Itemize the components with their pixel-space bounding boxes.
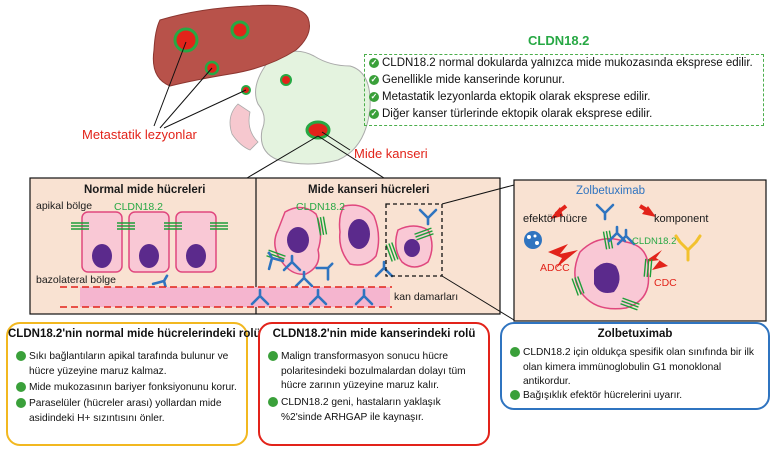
check-icon: ✓: [505, 390, 520, 400]
role-item: ✓CLDN18.2 için oldukça spesifik olan sın…: [505, 346, 762, 390]
vessel-label: kan damarları: [394, 291, 459, 303]
normal-cells: [70, 211, 229, 273]
cldn-info-box: ✓CLDN18.2 normal dokularda yalnızca mide…: [364, 54, 764, 126]
role-item-text: Paraselüler (hücreler arası) yollardan m…: [29, 398, 222, 424]
pointer-lines: [153, 41, 385, 179]
check-icon: ✓: [11, 398, 26, 408]
role-item-text: CLDN18.2 geni, hastaların yaklaşık %2'si…: [281, 397, 441, 423]
check-icon: ✓: [369, 109, 379, 119]
normal-role-title: CLDN18.2'nin normal mide hücrelerindeki …: [8, 328, 261, 340]
cancer-role-title: CLDN18.2'nin mide kanserindeki rolü: [272, 328, 476, 340]
role-item-text: Mide mukozasının bariyer fonksiyonunu ko…: [29, 382, 237, 393]
info-line: ✓Metastatik lezyonlarda ektopik olarak e…: [369, 91, 650, 103]
gastric-cancer-label: Mide kanseri: [354, 146, 428, 161]
role-item-text: CLDN18.2 için oldukça spesifik olan sını…: [523, 347, 755, 387]
apical-label: apikal bölge: [36, 200, 93, 212]
check-icon: ✓: [11, 351, 26, 361]
check-icon: ✓: [263, 351, 278, 361]
zolbetuximab-label: Zolbetuximab: [576, 185, 646, 197]
blood-vessel: [60, 286, 392, 308]
mechanism-artwork: [524, 203, 702, 311]
role-item: ✓Sıkı bağlantıların apikal tarafında bul…: [11, 350, 241, 379]
info-text: Diğer kanser türlerinde ektopik olarak e…: [382, 108, 653, 120]
role-item-text: Sıkı bağlantıların apikal tarafında bulu…: [29, 351, 229, 377]
adcc-label: ADCC: [540, 262, 570, 274]
zoom-box: [385, 203, 443, 277]
check-icon: ✓: [263, 397, 278, 407]
cldn-title: CLDN18.2: [528, 33, 590, 48]
liver: [152, 4, 310, 87]
check-icon: ✓: [369, 75, 379, 85]
normal-role-box: CLDN18.2'nin normal mide hücrelerindeki …: [6, 322, 261, 446]
esophagus: [229, 103, 259, 151]
cancer-role-box: CLDN18.2'nin mide kanserindeki rolü ✓Mal…: [258, 322, 490, 446]
cldn-mechanism-label: CLDN18.2: [632, 236, 677, 247]
role-item: ✓Malign transformasyon sonucu hücre pola…: [263, 350, 478, 394]
role-item: ✓CLDN18.2 geni, hastaların yaklaşık %2's…: [263, 396, 478, 425]
role-item: ✓Paraselüler (hücreler arası) yollardan …: [11, 397, 241, 426]
zolbetuximab-box: Zolbetuximab ✓CLDN18.2 için oldukça spes…: [500, 322, 770, 410]
stomach: [255, 50, 371, 165]
complement-label: komponent: [654, 213, 709, 225]
role-item: ✓Mide mukozasının bariyer fonksiyonunu k…: [11, 381, 241, 396]
info-text: Metastatik lezyonlarda ektopik olarak ek…: [382, 91, 651, 103]
info-text: CLDN18.2 normal dokularda yalnızca mide …: [382, 57, 753, 69]
cldn-normal-label: CLDN18.2: [114, 201, 164, 213]
info-text: Genellikle mide kanserinde korunur.: [382, 74, 565, 86]
cdc-label: CDC: [654, 277, 677, 289]
role-item: ✓Bağışıklık efektör hücrelerini uyarır.: [505, 389, 762, 404]
role-item-text: Malign transformasyon sonucu hücre polar…: [281, 351, 466, 391]
info-line: ✓Diğer kanser türlerinde ektopik olarak …: [369, 108, 652, 120]
check-icon: ✓: [369, 92, 379, 102]
effector-cell-label: efektör hücre: [523, 213, 588, 225]
check-icon: ✓: [369, 58, 379, 68]
info-line: ✓CLDN18.2 normal dokularda yalnızca mide…: [369, 57, 753, 69]
role-item-text: Bağışıklık efektör hücrelerini uyarır.: [523, 390, 683, 401]
zolbetuximab-box-title: Zolbetuximab: [597, 328, 673, 340]
cancer-cells-title: Mide kanseri hücreleri: [308, 184, 430, 196]
metastatic-lesions-label: Metastatik lezyonlar: [82, 127, 197, 142]
info-line: ✓Genellikle mide kanserinde korunur.: [369, 74, 565, 86]
check-icon: ✓: [11, 382, 26, 392]
cancer-cells: [265, 204, 435, 275]
normal-cells-title: Normal mide hücreleri: [84, 184, 206, 196]
basolateral-label: bazolateral bölge: [36, 274, 116, 286]
check-icon: ✓: [505, 347, 520, 357]
cldn-cancer-label: CLDN18.2: [296, 201, 346, 213]
